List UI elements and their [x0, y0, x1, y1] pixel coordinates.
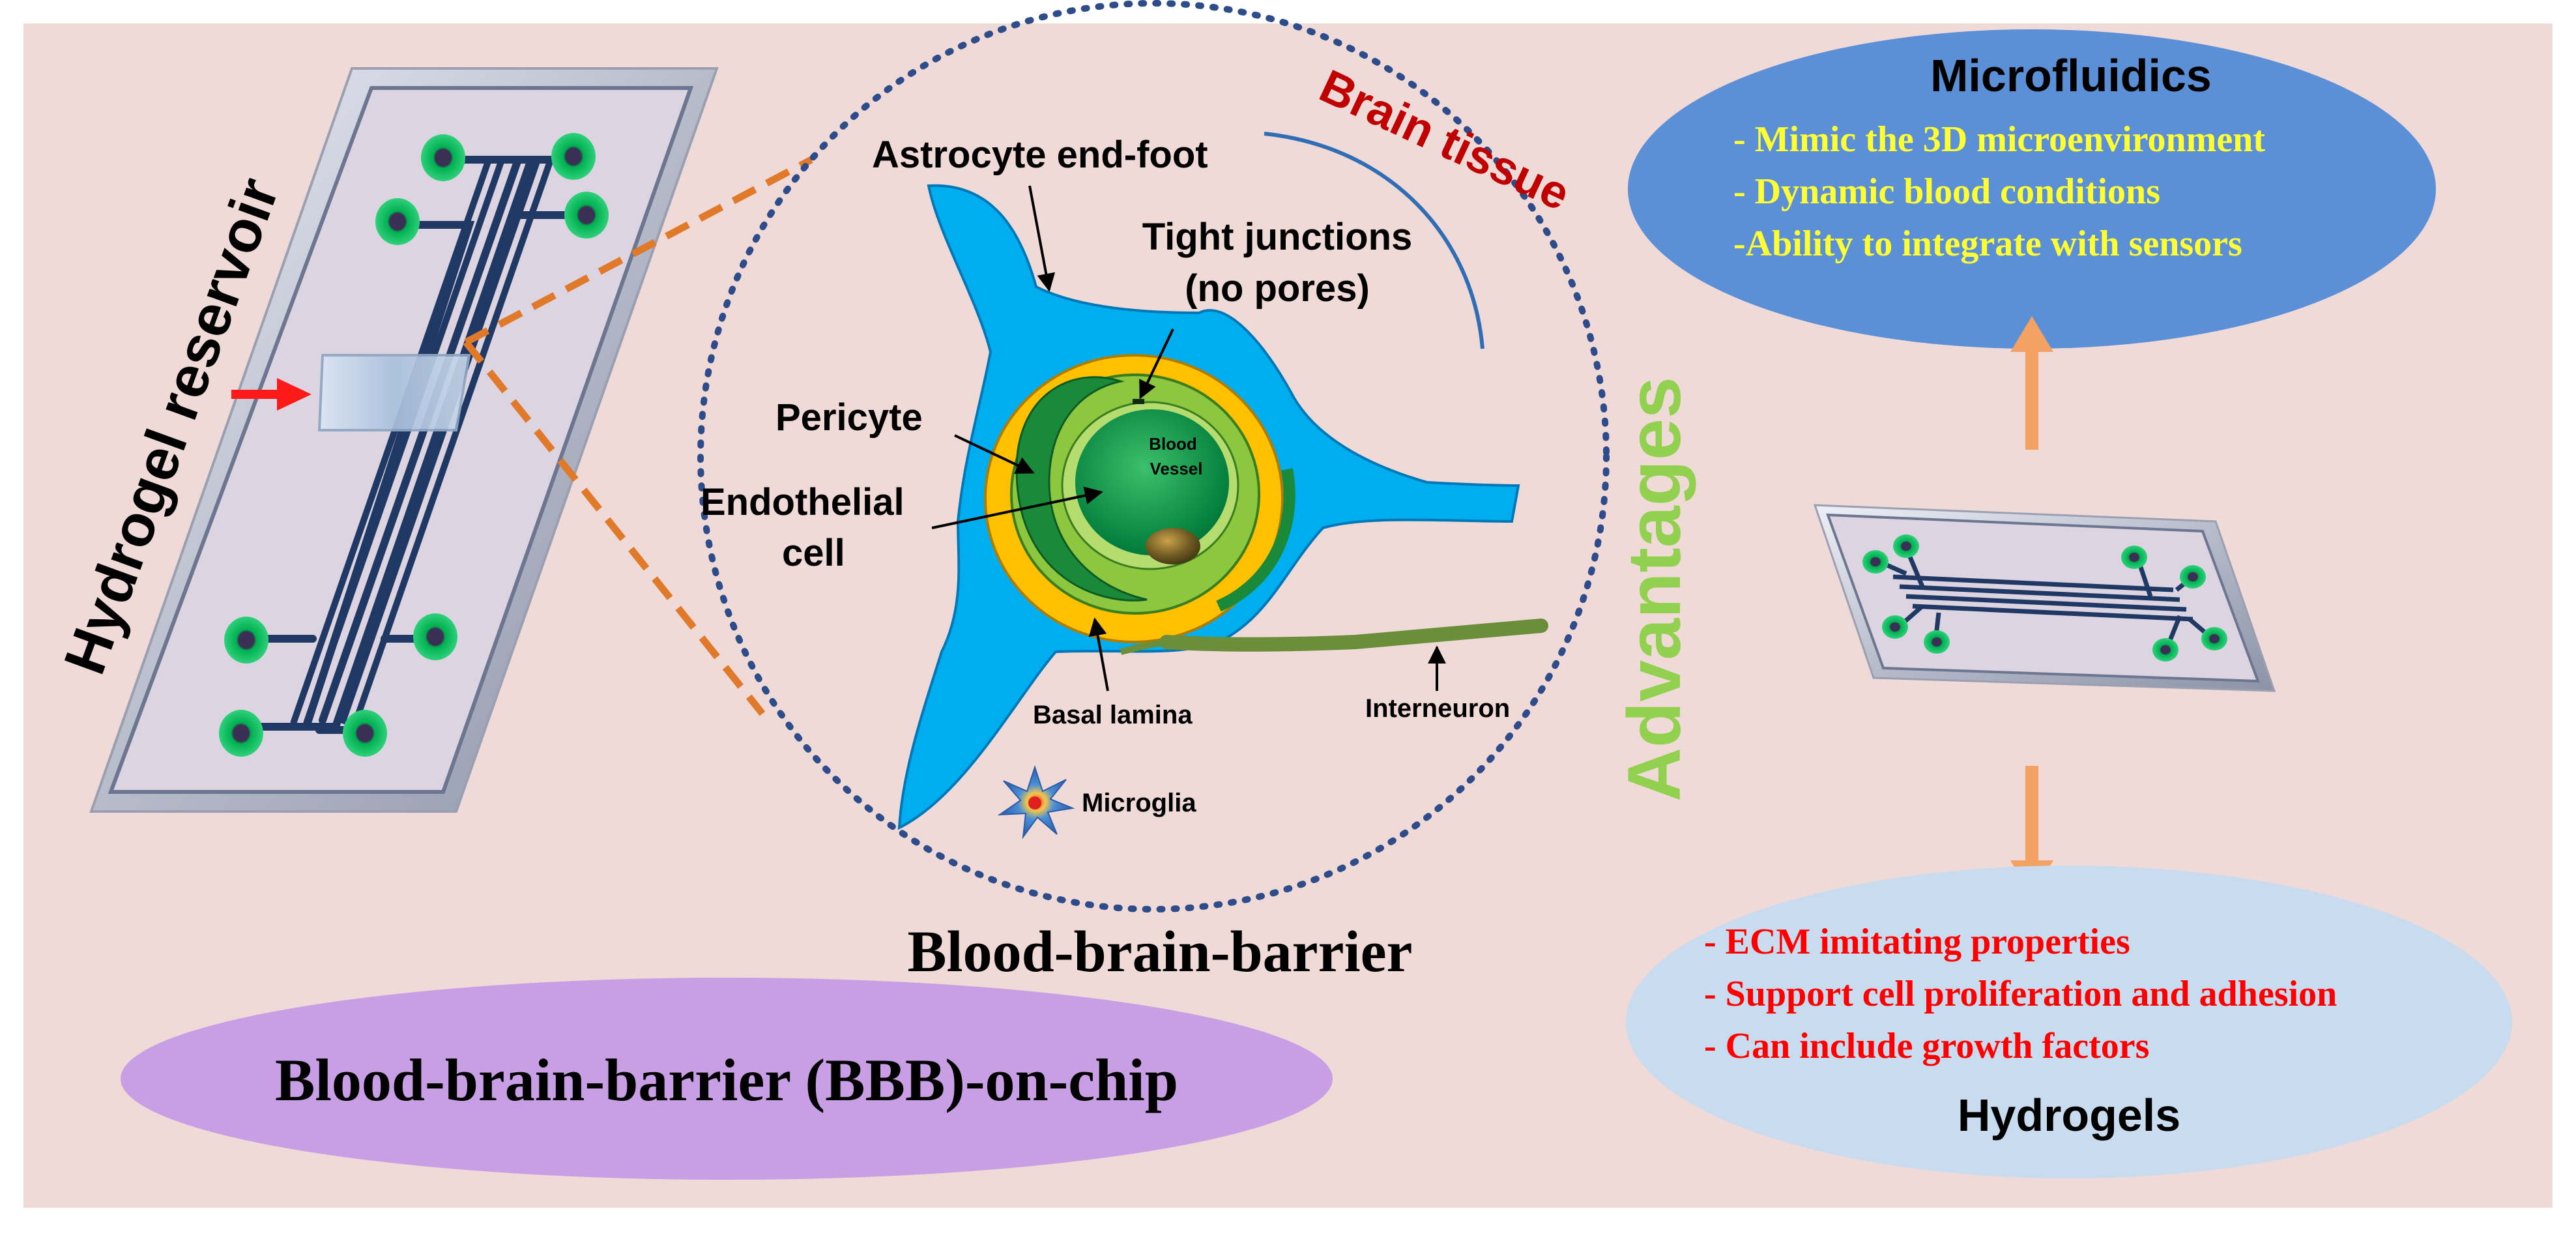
orange-up-arrow-icon [2010, 316, 2053, 450]
bbb-detail: Astrocyte end-foot Brain tissue Tight ju… [697, 0, 1610, 984]
bbb-title: Blood-brain-barrier (BBB)-on-chip [275, 1047, 1178, 1113]
interneuron-tip [1120, 639, 1174, 655]
hydrogel-reservoir [317, 354, 471, 431]
microglia-label: Microglia [1082, 789, 1196, 817]
blood-vessel [1075, 409, 1229, 555]
chip-ports [219, 133, 609, 757]
endothelial-sublabel: cell [782, 532, 845, 574]
port-icon [1882, 615, 1908, 639]
bbb-title-ellipse [121, 978, 1333, 1180]
microfluidics-item: -Ability to integrate with sensors [1733, 224, 2242, 264]
pericyte-process [1216, 468, 1295, 612]
tight-junction-mark [1133, 399, 1144, 404]
blood-vessel-sublabel: Vessel [1150, 459, 1203, 478]
port-icon [421, 134, 465, 181]
zoom-lines [463, 156, 813, 716]
basal-lamina-label: Basal lamina [1033, 701, 1193, 729]
small-chip [1813, 504, 2276, 692]
microfluidics-group: Microfluidics - Mimic the 3D microenviro… [1628, 29, 2436, 349]
bbb-title-group: Blood-brain-barrier (BBB)-on-chip [121, 978, 1333, 1180]
interneuron-label: Interneuron [1365, 694, 1510, 723]
port-icon [375, 198, 420, 245]
advantages-label: Advantages [1613, 377, 1696, 802]
chip-main-channels [290, 158, 554, 725]
port-icon [2121, 546, 2147, 569]
microglia-icon [997, 765, 1075, 840]
port-icon [551, 133, 596, 180]
endothelial-label: Endothelial [701, 481, 904, 523]
hydrogels-item: - ECM imitating properties [1704, 922, 2130, 962]
tight-junctions-pointer [1139, 328, 1174, 400]
port-icon [413, 613, 457, 660]
zoom-circle [697, 0, 1610, 912]
interneuron [1159, 619, 1548, 652]
hydrogels-group: - ECM imitating properties - Support cel… [1626, 866, 2512, 1178]
port-icon [1893, 534, 1919, 558]
port-icon [2152, 638, 2178, 662]
port-icon [1924, 630, 1950, 654]
pericyte-pointer [954, 434, 1035, 474]
port-icon [2201, 627, 2227, 650]
microfluidics-title: Microfluidics [1930, 50, 2212, 101]
basal-lamina-pointer [1088, 617, 1109, 692]
port-icon [224, 617, 268, 664]
small-chip-surface [1826, 513, 2260, 683]
endothelial-pointer [931, 486, 1103, 529]
red-arrow-icon [231, 378, 311, 411]
microfluidics-ellipse [1628, 29, 2436, 349]
tight-junctions-sublabel: (no pores) [1185, 267, 1370, 310]
port-icon [219, 710, 263, 757]
hydrogels-title: Hydrogels [1958, 1090, 2180, 1141]
nucleus [1146, 528, 1200, 564]
tight-junctions-label: Tight junctions [1142, 216, 1413, 258]
hydrogels-item: - Can include growth factors [1704, 1026, 2149, 1066]
port-icon [1862, 550, 1889, 574]
pericyte-label: Pericyte [775, 396, 923, 439]
astrocyte-label: Astrocyte end-foot [872, 134, 1208, 176]
microfluidics-item: - Dynamic blood conditions [1733, 171, 2160, 212]
brain-tissue-arc [1264, 132, 1484, 349]
hydrogels-ellipse [1626, 866, 2512, 1178]
hydrogels-item: - Support cell proliferation and adhesio… [1704, 974, 2337, 1014]
microfluidics-item: - Mimic the 3D microenvironment [1733, 119, 2265, 160]
small-chip-ports [1862, 534, 2227, 662]
port-icon [2180, 565, 2206, 589]
bbb-caption: Blood-brain-barrier [908, 920, 1413, 984]
bbb-chip: Hydrogel reservoir [52, 67, 719, 813]
blood-vessel-label: Blood [1149, 434, 1197, 454]
astrocyte-pointer [1028, 185, 1056, 292]
pericyte [1015, 376, 1148, 602]
port-icon [564, 192, 609, 239]
port-icon [343, 710, 387, 757]
